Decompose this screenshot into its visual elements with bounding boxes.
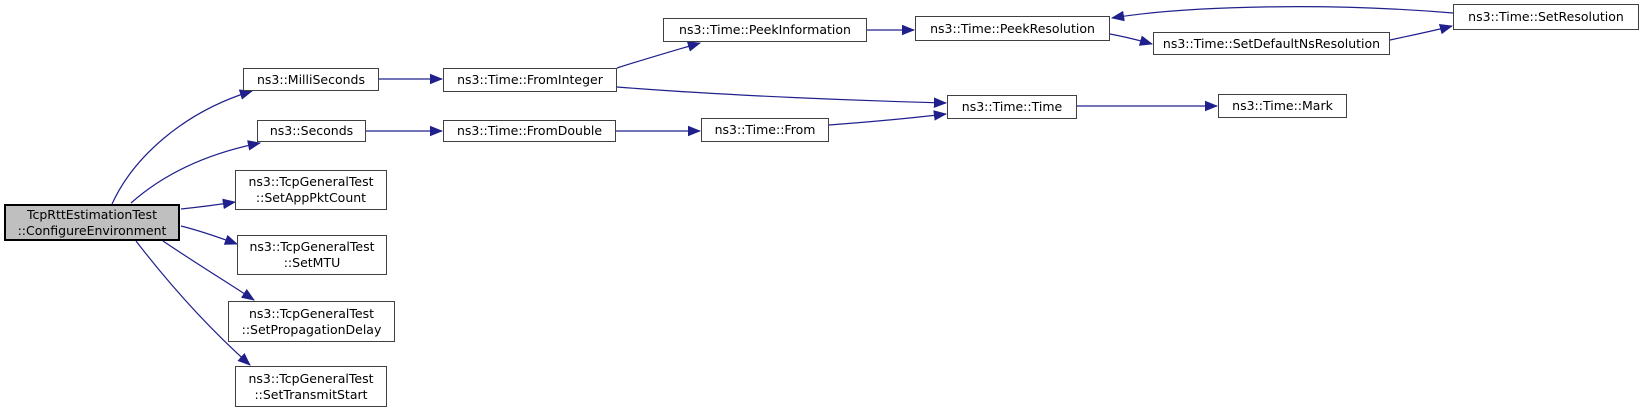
node-time-peekresolution[interactable]: ns3::Time::PeekResolution [915,16,1110,41]
node-time-mark[interactable]: ns3::Time::Mark [1218,94,1347,118]
node-time-time[interactable]: ns3::Time::Time [947,95,1077,119]
node-time-from[interactable]: ns3::Time::From [701,118,829,142]
node-label: ns3::TcpGeneralTest ::SetPropagationDela… [241,305,382,337]
node-label: ns3::Time::FromInteger [457,72,603,87]
node-label: ns3::Time::From [714,122,816,137]
node-configure-environment[interactable]: TcpRttEstimationTest ::ConfigureEnvironm… [4,204,180,241]
node-label: ns3::TcpGeneralTest ::SetAppPktCount [248,174,374,205]
edge-fromInteger-timeTime [616,86,948,108]
node-time-frominteger[interactable]: ns3::Time::FromInteger [443,68,617,92]
edge-configureEnvironment-setAppPktCount [180,198,237,210]
edge-configureEnvironment-setTransmitStart [135,240,251,366]
node-label: ns3::Time::PeekResolution [930,20,1095,36]
node-setapppktcount[interactable]: ns3::TcpGeneralTest ::SetAppPktCount [235,170,387,210]
node-label: ns3::Time::Time [961,99,1063,114]
node-label: ns3::TcpGeneralTest ::SetTransmitStart [248,370,374,402]
node-time-setresolution[interactable]: ns3::Time::SetResolution [1453,4,1639,30]
node-seconds[interactable]: ns3::Seconds [257,120,366,142]
node-label: ns3::Seconds [269,123,354,138]
node-label: ns3::Time::Mark [1232,98,1333,113]
edge-configureEnvironment-setMTU [180,225,238,245]
node-setmtu[interactable]: ns3::TcpGeneralTest ::SetMTU [237,235,387,275]
edge-fromInteger-peekInformation [616,41,702,69]
node-label: ns3::Time::SetDefaultNsResolution [1162,35,1381,51]
node-label: ns3::Time::PeekInformation [679,22,851,37]
edge-configureEnvironment-seconds [130,140,262,204]
node-settransmitstart[interactable]: ns3::TcpGeneralTest ::SetTransmitStart [235,366,387,407]
edge-timeFrom-timeTime [828,110,948,126]
node-label: ns3::Time::FromDouble [456,123,603,138]
node-setpropagationdelay[interactable]: ns3::TcpGeneralTest ::SetPropagationDela… [228,301,395,342]
node-time-fromdouble[interactable]: ns3::Time::FromDouble [443,120,616,142]
edge-peekResolution-setDefaultNsResolution [1109,33,1154,46]
node-time-peekinformation[interactable]: ns3::Time::PeekInformation [663,18,867,42]
node-milliseconds[interactable]: ns3::MilliSeconds [243,68,379,91]
node-label: ns3::TcpGeneralTest ::SetMTU [249,239,375,270]
node-label: ns3::Time::SetResolution [1468,9,1624,24]
node-label: ns3::MilliSeconds [256,71,365,87]
edge-configureEnvironment-milliSeconds [111,89,254,205]
edge-setDefaultNsResolution-setResolution [1389,23,1454,41]
edge-configureEnvironment-setPropagationDelay [162,240,255,301]
node-time-setdefaultnsresolution[interactable]: ns3::Time::SetDefaultNsResolution [1153,32,1390,55]
edge-setResolution-peekResolution [1110,6,1454,22]
node-label: TcpRttEstimationTest ::ConfigureEnvironm… [17,206,167,238]
